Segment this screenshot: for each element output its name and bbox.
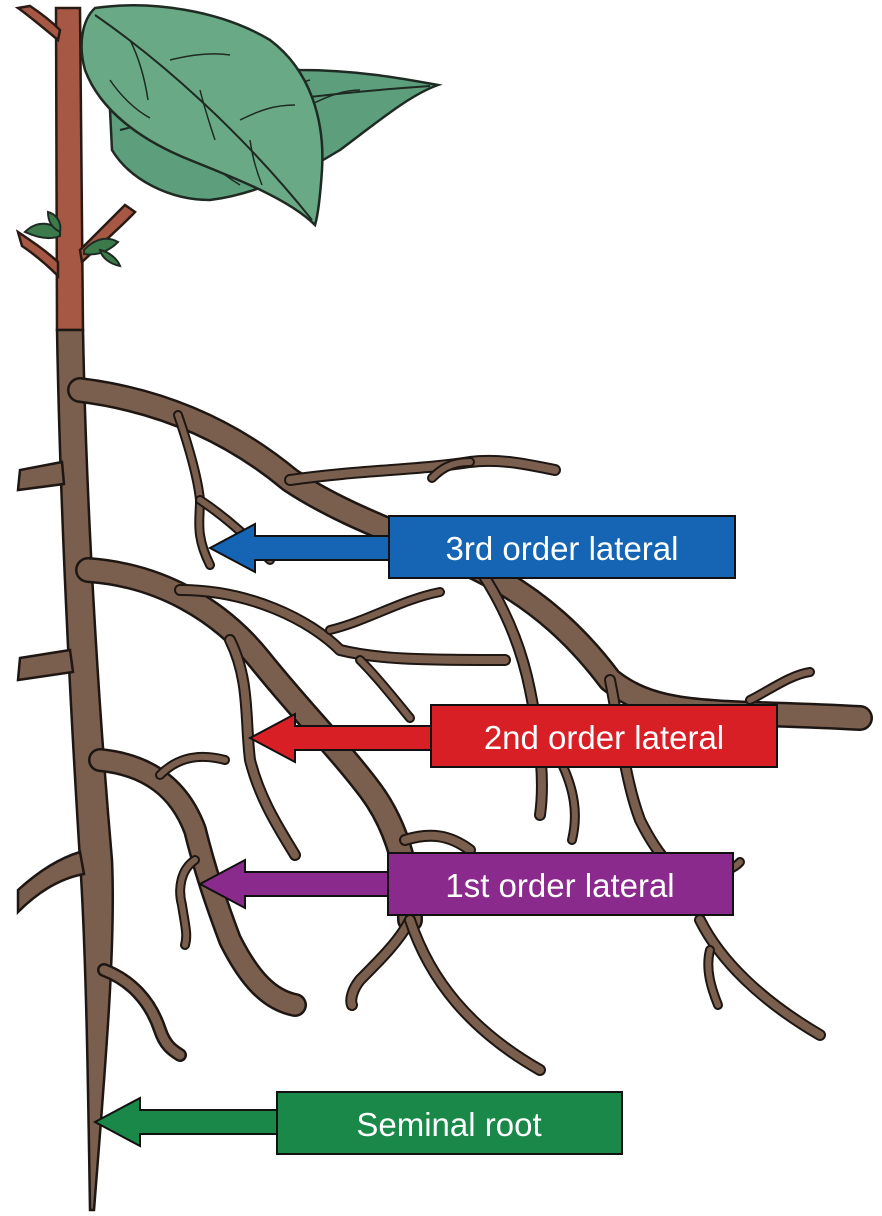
label-third-order: 3rd order lateral [210,516,735,578]
arrow-seminal [95,1098,278,1146]
text-seminal: Seminal root [356,1106,541,1143]
shoot [18,5,438,330]
left-lateral-stub-1 [18,462,64,490]
text-third-order: 3rd order lateral [446,530,679,567]
text-first-order: 1st order lateral [445,867,674,904]
stem-branch-left [18,6,60,40]
left-lateral-stub-2 [18,650,73,680]
text-second-order: 2nd order lateral [484,719,724,756]
first-order-lateral-bottom [104,970,180,1055]
label-first-order: 1st order lateral [200,853,733,915]
root-system [18,330,860,1210]
left-lateral-stub-3 [18,852,84,912]
stem [56,8,83,330]
label-seminal: Seminal root [95,1092,622,1154]
